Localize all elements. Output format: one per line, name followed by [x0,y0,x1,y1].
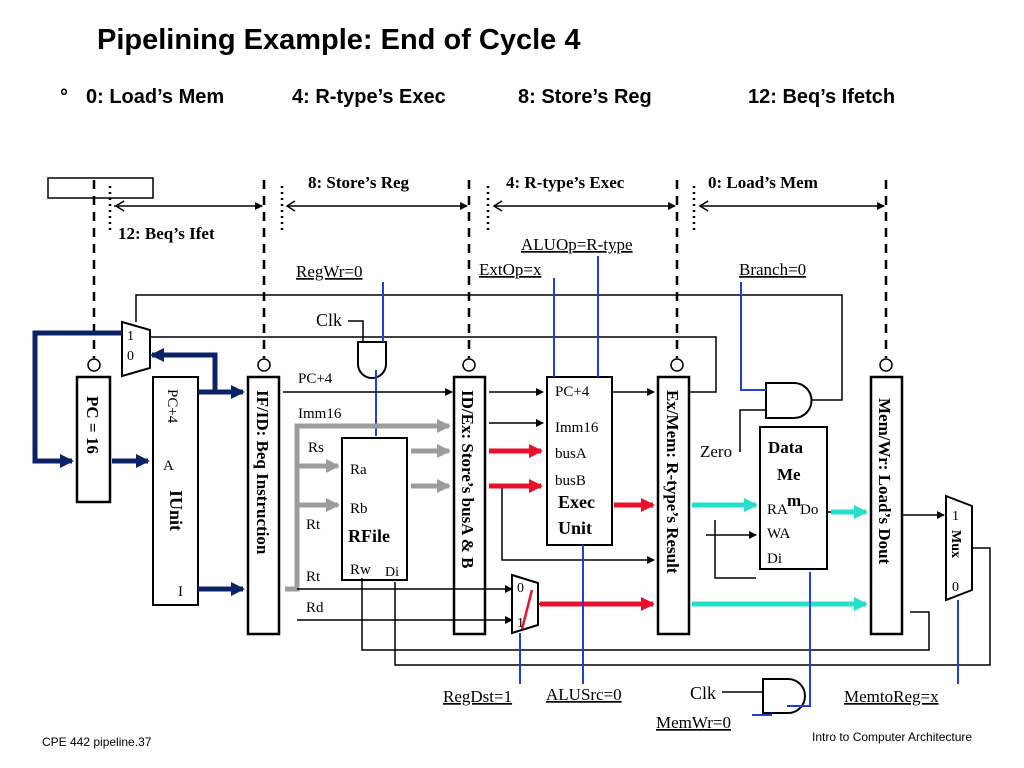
gray-arrows [285,419,451,592]
extop-label: ExtOp=x [479,260,542,279]
bullet-item-load: 0: Load’s Mem [86,86,225,108]
control-lines [382,256,959,716]
stage-dotted-marks [108,186,696,232]
regdst-mux-0: 0 [517,581,524,596]
stage-dividers [92,180,888,358]
pc-mux-1: 1 [127,329,134,344]
exec-busb: busB [555,473,586,489]
exmem-register-label: Ex/Mem: R-type’s Result [663,390,682,574]
bullet-item-rtype: 4: R-type’s Exec [292,86,446,108]
clock-circles [87,358,893,372]
slide-title: Pipelining Example: End of Cycle 4 [97,24,581,56]
cyan-arrows [692,498,868,611]
red-arrows [489,444,655,611]
footer-left: CPE 442 pipeline.37 [42,735,152,749]
iunit-block: PC+4 A IUnit I [152,376,199,606]
exec-imm16: Imm16 [555,420,599,436]
datamem-l1: Data [768,438,803,457]
stage-label-mem: 0: Load’s Mem [708,173,818,192]
datamem-ra: RA [767,502,788,518]
writeback-mux: 1 Mux 0 [945,494,973,602]
iunit-a-label: A [163,458,174,474]
exec-name2: Unit [558,518,592,538]
exmem-register: Ex/Mem: R-type’s Result [656,375,691,636]
regwr-label: RegWr=0 [296,262,363,281]
rfile-rb: Rb [350,501,368,517]
datamem-l3: m [787,491,801,510]
wb-mux-1: 1 [952,509,959,524]
pc-mux-0: 0 [127,349,134,364]
iunit-pc4-label: PC+4 [164,389,180,424]
aluop-label: ALUOp=R-type [521,235,633,254]
pc-register-label: PC = 16 [83,396,102,454]
stage-label-exec: 4: R-type’s Exec [506,173,625,192]
rfile-di: Di [385,565,399,580]
bullet-row: ° 0: Load’s Mem 4: R-type’s Exec 8: Stor… [60,86,1020,116]
memtoreg-label: MemtoReg=x [844,687,939,706]
datamem-l2: Me [777,465,801,484]
bullet-marker: ° [60,86,68,108]
exec-pc4: PC+4 [555,384,590,400]
pc-mux: 1 0 [121,320,151,378]
sig-pc4-label: PC+4 [298,371,333,387]
register-file: Ra Rb RFile Rw Di [341,437,408,581]
idex-register: ID/Ex: Store’s busA & B [452,375,487,636]
clk-top-label: Clk [316,310,342,330]
sig-rt1-label: Rt [306,517,321,533]
sig-rd-label: Rd [306,600,324,616]
stage-label-ifetch: 12: Beq’s Ifet [118,224,215,243]
alusrc-label: ALUSrc=0 [546,685,622,704]
sig-rt2-label: Rt [306,569,321,585]
datamem-wa: WA [767,526,790,542]
rfile-name: RFile [348,526,390,546]
footer-right: Intro to Computer Architecture [812,730,973,744]
regdst-label: RegDst=1 [443,687,512,706]
memwr-register-label: Mem/Wr: Load’s Dout [875,398,894,565]
wb-mux-0: 0 [952,580,959,595]
pc-register: PC = 16 [75,375,112,504]
regdst-mux-1: 1 [517,616,524,631]
zero-label: Zero [700,442,732,461]
pc-feedback-bracket [47,177,154,199]
exec-name1: Exec [558,492,595,512]
bullet-item-store: 8: Store’s Reg [518,86,652,108]
navy-buses [32,330,245,596]
rfile-ra: Ra [350,462,367,478]
stage-label-reg: 8: Store’s Reg [308,173,410,192]
exec-unit: PC+4 Imm16 busA busB Exec Unit [546,376,613,546]
datamem-do: Do [800,502,818,518]
data-memory: Data Me m RA Do WA Di [759,426,828,570]
iunit-i-label: I [178,584,183,600]
sig-rs-label: Rs [308,440,324,456]
memwr-register: Mem/Wr: Load’s Dout [869,375,904,636]
datamem-di: Di [767,551,782,567]
rfile-rw: Rw [350,562,371,578]
clk-bottom-label: Clk [690,683,716,703]
ifid-register-label: IF/ID: Beq Instruction [253,390,272,555]
regwr-and-gate [357,341,387,379]
iunit-name: IUnit [166,490,186,531]
regdst-mux: 0 1 [511,573,539,635]
branch-and-gate [765,382,813,419]
exec-busa: busA [555,446,587,462]
memwr-label: MemWr=0 [656,713,731,732]
branch-label: Branch=0 [739,260,806,279]
memwr-and-gate [762,678,806,714]
bullet-item-beq: 12: Beq’s Ifetch [748,86,896,108]
sig-imm16-label: Imm16 [298,406,342,422]
wb-mux-label: Mux [948,530,963,558]
ifid-register: IF/ID: Beq Instruction [246,375,281,636]
idex-register-label: ID/Ex: Store’s busA & B [458,390,477,569]
